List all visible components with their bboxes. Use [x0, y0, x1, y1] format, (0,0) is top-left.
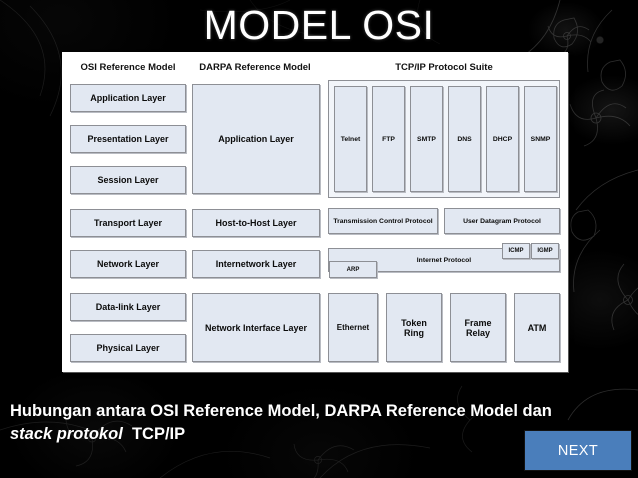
protocol-arp: ARP: [329, 261, 377, 278]
darpa-layer-internetwork: Internetwork Layer: [192, 250, 320, 278]
protocol-udp: User Datagram Protocol: [444, 208, 560, 234]
protocol-icmp: ICMP: [502, 243, 530, 259]
protocol-dhcp: DHCP: [486, 86, 519, 192]
osi-layer-application: Application Layer: [70, 84, 186, 112]
osi-layer-presentation: Presentation Layer: [70, 125, 186, 153]
darpa-layer-host-to-host: Host-to-Host Layer: [192, 209, 320, 237]
caption-line-2: stack protokol TCP/IP: [10, 423, 570, 446]
slide-caption: Hubungan antara OSI Reference Model, DAR…: [10, 400, 570, 446]
osi-layer-network: Network Layer: [70, 250, 186, 278]
osi-layer-transport: Transport Layer: [70, 209, 186, 237]
network-tech-atm: ATM: [514, 293, 560, 362]
protocol-telnet: Telnet: [334, 86, 367, 192]
osi-layer-physical: Physical Layer: [70, 334, 186, 362]
column-header-osi: OSI Reference Model: [80, 62, 176, 73]
caption-tail: TCP/IP: [131, 425, 186, 443]
protocol-igmp: IGMP: [531, 243, 559, 259]
page-title: MODEL OSI: [203, 2, 435, 48]
column-header-darpa: DARPA Reference Model: [199, 62, 311, 73]
protocol-snmp: SNMP: [524, 86, 557, 192]
caption-italic-term: stack protokol: [10, 425, 123, 443]
next-button[interactable]: NEXT: [525, 431, 631, 470]
osi-layer-session: Session Layer: [70, 166, 186, 194]
protocol-tcp: Transmission Control Protocol: [328, 208, 438, 234]
protocol-smtp: SMTP: [410, 86, 443, 192]
protocol-dns: DNS: [448, 86, 481, 192]
column-header-tcpip: TCP/IP Protocol Suite: [395, 62, 493, 73]
caption-line-1: Hubungan antara OSI Reference Model, DAR…: [10, 402, 552, 420]
osi-darpa-tcpip-diagram: OSI Reference Model DARPA Reference Mode…: [62, 52, 568, 372]
protocol-ftp: FTP: [372, 86, 405, 192]
darpa-layer-network-interface: Network Interface Layer: [192, 293, 320, 362]
network-tech-token-ring: Token Ring: [386, 293, 442, 362]
osi-layer-datalink: Data-link Layer: [70, 293, 186, 321]
darpa-layer-application: Application Layer: [192, 84, 320, 194]
network-tech-frame-relay: Frame Relay: [450, 293, 506, 362]
network-tech-ethernet: Ethernet: [328, 293, 378, 362]
